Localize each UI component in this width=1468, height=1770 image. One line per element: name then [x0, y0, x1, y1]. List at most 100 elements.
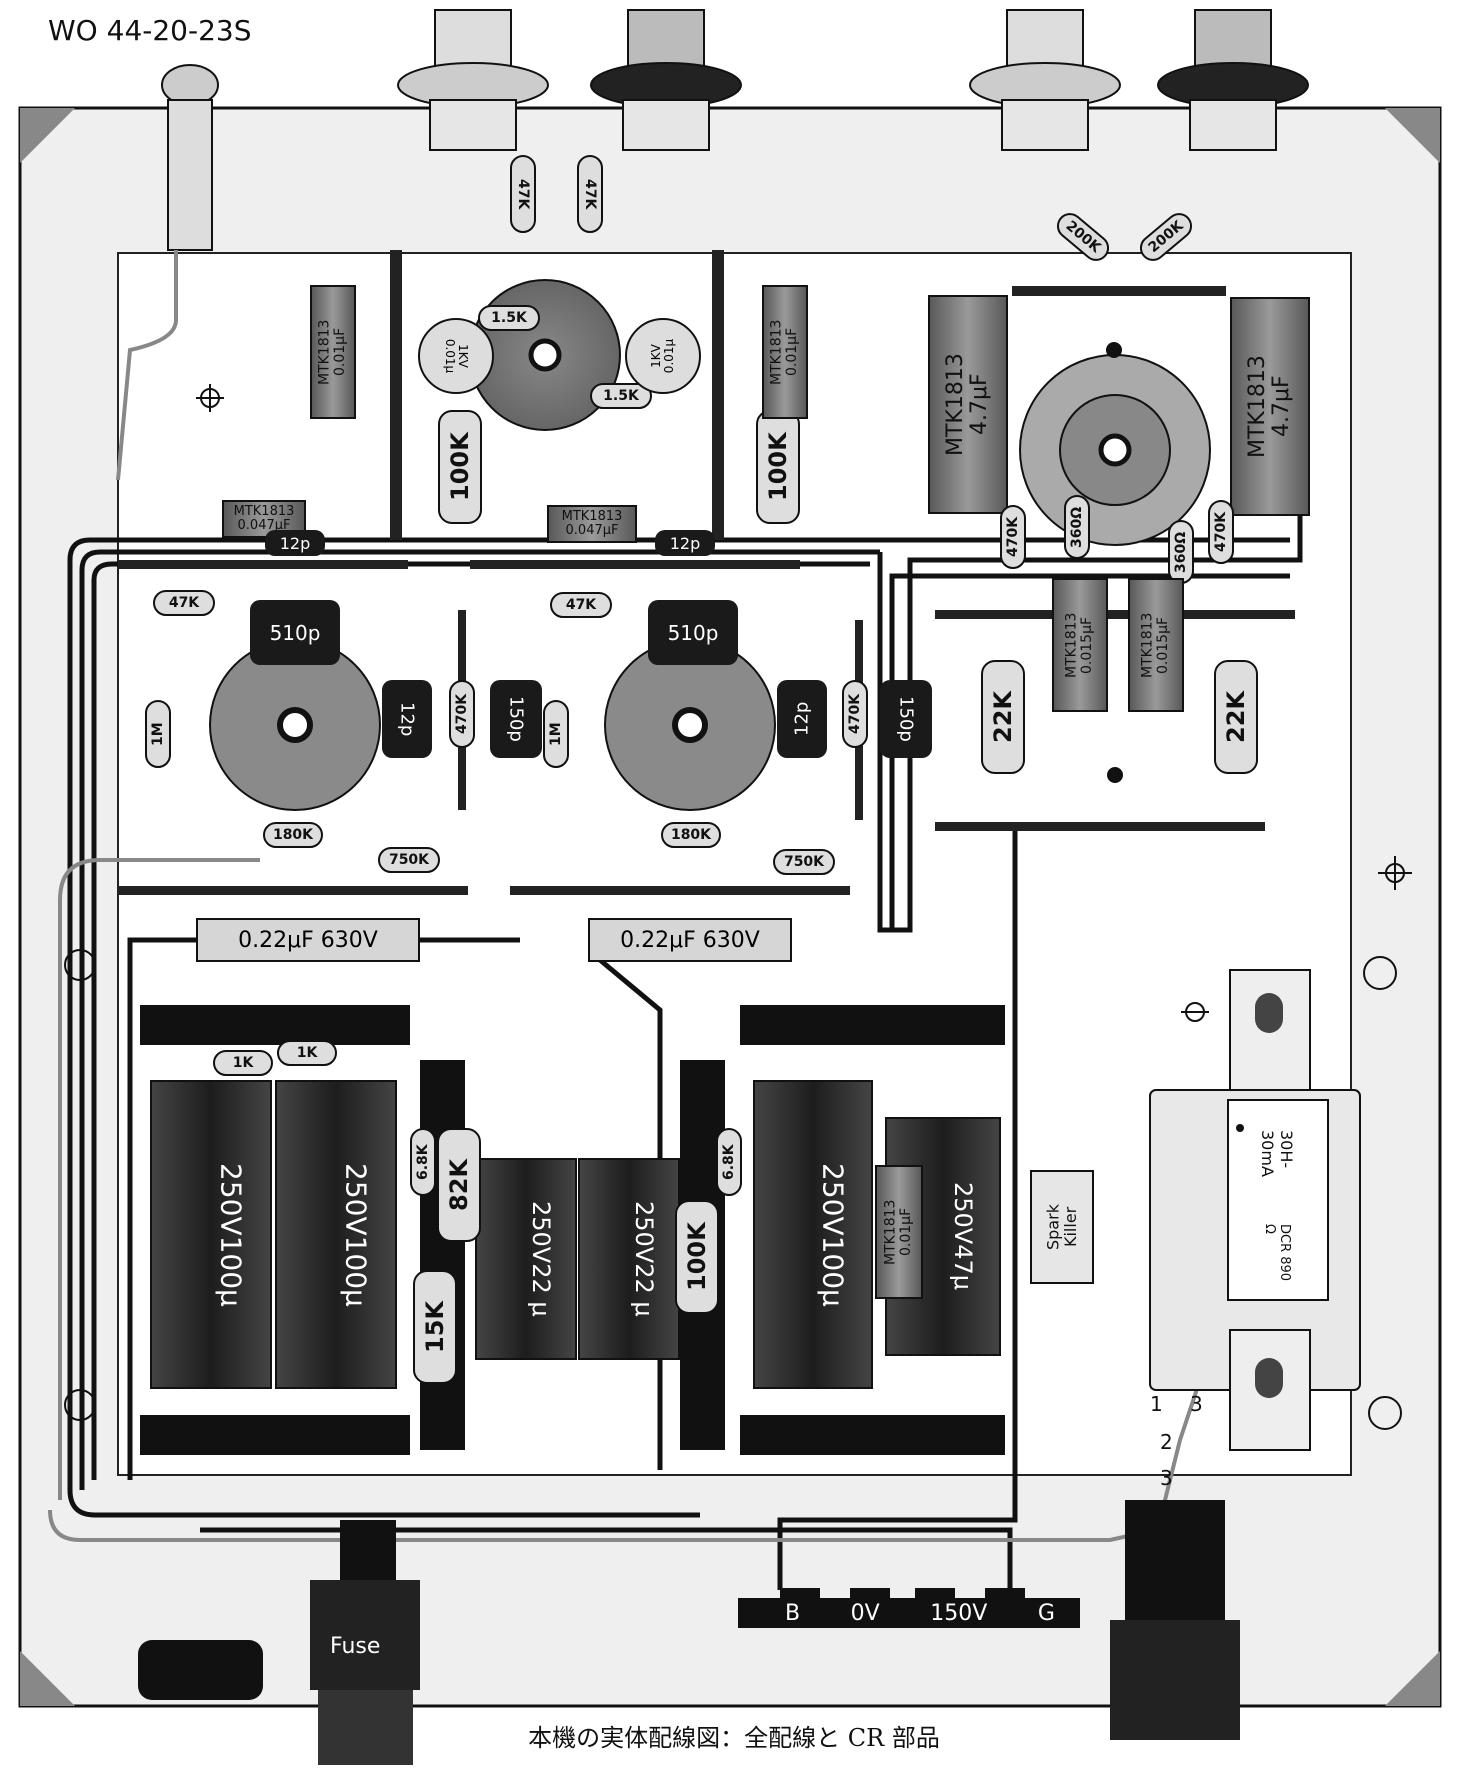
- cap-value: 0.01μF: [332, 327, 348, 377]
- corner-bracket: [20, 1651, 75, 1706]
- ecap-label: 250V47μ: [949, 1182, 977, 1291]
- choke-pin-1: 1: [1150, 1392, 1163, 1416]
- choke-dcr: DCR 890 Ω: [1262, 1223, 1292, 1281]
- cap-12p-top-right: 12p: [655, 530, 715, 556]
- resistor-1m-right: 1M: [543, 700, 569, 768]
- resistor-100k-ps: 100K: [675, 1200, 719, 1314]
- terminal-strip: [390, 250, 1226, 540]
- ecap-label: 250V100μ: [214, 1162, 248, 1307]
- cap-value: 0.047μF: [237, 518, 291, 533]
- cap-150p-left: 150p: [490, 680, 542, 758]
- ac-pin-3: 3: [1160, 1466, 1173, 1490]
- cap-510p-left: 510p: [250, 600, 340, 665]
- driver-tube-socket-right: [604, 639, 776, 811]
- rca-jack-output-right: [1157, 9, 1309, 151]
- rca-jack-output-left: [969, 9, 1121, 151]
- cap-value: 4.7μF: [967, 373, 992, 436]
- cap-model: MTK1813: [768, 319, 785, 385]
- resistor-360-right: 360Ω: [1168, 520, 1194, 584]
- corner-bracket: [1385, 1651, 1440, 1706]
- film-cap-0-22-left: 0.22μF 630V: [196, 918, 420, 962]
- ecap-label: 250V22 μ: [630, 1201, 658, 1317]
- ecap-250v100u-3: 250V100μ: [753, 1080, 873, 1389]
- ecap-label: 250V100μ: [339, 1162, 373, 1307]
- resistor-180k-right: 180K: [661, 822, 721, 848]
- cap-value: 0.015μF: [1079, 616, 1095, 674]
- terminal-labels: B 0V 150V G: [760, 1598, 1080, 1628]
- ecap-label: 250V100μ: [816, 1162, 850, 1307]
- resistor-750k-right: 750K: [773, 849, 835, 875]
- disc-value: 0.01μ: [443, 338, 457, 374]
- resistor-47k-right: 47K: [577, 155, 603, 233]
- cap-12p-side-left: 12p: [382, 680, 432, 758]
- ac-pin-2: 2: [1160, 1430, 1173, 1454]
- ecap-250v100u-2: 250V100μ: [275, 1080, 397, 1389]
- resistor-100k-left: 100K: [438, 410, 482, 524]
- cap-model: MTK1813: [942, 353, 968, 456]
- resistor-22k-left: 22K: [981, 660, 1025, 774]
- resistor-47k-left: 47K: [510, 155, 536, 233]
- resistor-360-left: 360Ω: [1064, 495, 1090, 559]
- choke-transformer: [1149, 969, 1361, 1451]
- driver-tube-socket-left: [209, 639, 381, 811]
- choke-pin-3: 3: [1190, 1392, 1203, 1416]
- cap-model: MTK1813: [233, 503, 295, 519]
- resistor-47k-driver-left: 47K: [153, 590, 215, 616]
- cable-grommet: [138, 1640, 263, 1700]
- cap-model: MTK1813: [882, 1199, 899, 1265]
- model-number: WO 44-20-23S: [48, 14, 252, 47]
- cap-model: MTK1813: [1139, 612, 1156, 678]
- resistor-1m-left: 1M: [145, 700, 171, 768]
- terminal-150v: 150V: [930, 1600, 988, 1626]
- terminal-g: G: [1037, 1600, 1055, 1626]
- rca-jack-input-left: [397, 9, 549, 151]
- cap-value: 0.01μF: [898, 1207, 914, 1257]
- fuse-label: Fuse: [330, 1634, 381, 1659]
- cap-value: 0.015μF: [1155, 616, 1171, 674]
- cap-12p-side-right: 12p: [777, 680, 827, 758]
- wiring-bundle-gray: [48, 250, 1202, 1542]
- ecap-250v100u-1: 250V100μ: [150, 1080, 272, 1389]
- resistor-470k-left: 470K: [1000, 505, 1026, 569]
- resistor-22k-right: 22K: [1214, 660, 1258, 774]
- ecap-250v22u-2: 250V22 μ: [578, 1158, 680, 1360]
- output-terminal-block: [738, 1588, 1080, 1628]
- figure-caption: 本機の実体配線図：全配線と CR 部品: [528, 1724, 940, 1752]
- cap-model: MTK1813: [1244, 355, 1270, 458]
- rca-jack-input-right: [590, 9, 742, 151]
- cap-value: 0.01μF: [784, 327, 800, 377]
- resistor-82k: 82K: [437, 1128, 481, 1242]
- disc-value: 0.01μ: [662, 338, 676, 374]
- film-cap-0-22-right: 0.22μF 630V: [588, 918, 792, 962]
- choke-label: 30H-30mA DCR 890 Ω: [1236, 1130, 1318, 1290]
- cap-value: 0.047μF: [565, 523, 619, 538]
- mount-hole: [1106, 342, 1244, 1132]
- resistor-470k-driver-left: 470K: [449, 680, 475, 748]
- corner-bracket: [20, 108, 75, 163]
- resistor-470k-driver-right: 470K: [842, 680, 868, 748]
- terminal-b: B: [785, 1600, 801, 1626]
- ac-inlet: [1110, 1500, 1240, 1740]
- spark-killer-line2: Killer: [1061, 1206, 1080, 1248]
- choke-spec: 30H-30mA: [1258, 1130, 1296, 1177]
- resistor-6-8k-right: 6.8K: [716, 1128, 742, 1196]
- resistor-1k-a: 1K: [213, 1050, 273, 1076]
- ecap-250v22u-1: 250V22 μ: [475, 1158, 577, 1360]
- resistor-1-5k-bottom: 1.5K: [590, 383, 652, 409]
- resistor-180k-left: 180K: [263, 822, 323, 848]
- ecap-label: 250V22 μ: [527, 1201, 555, 1317]
- resistor-750k-left: 750K: [378, 847, 440, 873]
